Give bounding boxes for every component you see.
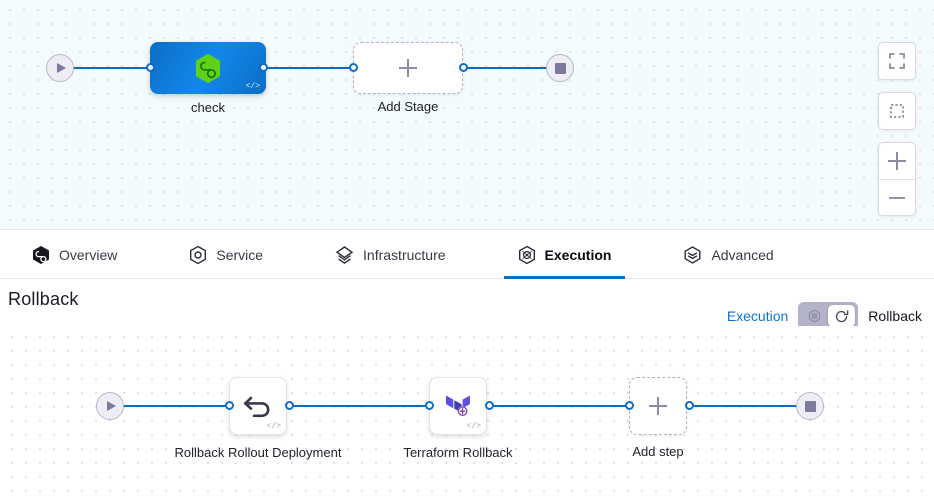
add-step-node[interactable] xyxy=(629,377,687,435)
execution-hexagon-icon xyxy=(518,245,535,264)
play-icon xyxy=(107,401,116,411)
tab-service-label: Service xyxy=(216,246,264,263)
step-node-rollback-rollout-deployment-label: Rollback Rollout Deployment xyxy=(174,445,342,460)
port-step1-in[interactable] xyxy=(225,401,234,410)
connector-step2-to-add-step xyxy=(488,405,633,407)
tab-execution-label: Execution xyxy=(544,246,612,263)
add-stage-node[interactable] xyxy=(353,42,463,94)
fit-to-screen-button[interactable] xyxy=(879,43,915,79)
port-add-stage-out[interactable] xyxy=(459,63,468,72)
pipeline-end-node[interactable] xyxy=(546,54,574,82)
play-icon xyxy=(57,63,66,73)
tab-advanced[interactable]: Advanced xyxy=(669,231,787,279)
stage-canvas[interactable]: </> check Add Stage xyxy=(0,0,934,230)
stage-node-check-label: check xyxy=(191,100,225,115)
execution-rollback-toggle[interactable] xyxy=(798,302,859,330)
port-add-stage-in[interactable] xyxy=(349,63,358,72)
port-step2-in[interactable] xyxy=(425,401,434,410)
dashed-square-icon xyxy=(890,104,904,118)
select-area-button[interactable] xyxy=(879,93,915,129)
tab-overview[interactable]: Overview xyxy=(18,231,131,279)
code-badge: </> xyxy=(245,82,260,91)
toggle-execution-side[interactable] xyxy=(801,305,828,327)
stage-config-tabbar: Overview Service Infrastructure xyxy=(0,231,934,279)
tab-execution[interactable]: Execution xyxy=(503,231,626,279)
tab-service[interactable]: Service xyxy=(175,231,277,279)
minus-icon xyxy=(889,196,905,199)
select-area-group xyxy=(878,92,916,130)
plus-icon xyxy=(649,397,667,415)
plus-icon xyxy=(888,152,906,170)
rollback-start-node[interactable] xyxy=(96,392,124,420)
port-check-in[interactable] xyxy=(146,63,155,72)
rollback-end-node[interactable] xyxy=(796,392,824,420)
code-badge: </> xyxy=(266,422,281,431)
add-step-label: Add step xyxy=(632,444,684,459)
zoom-controls-group xyxy=(878,142,916,216)
toggle-rollback-side[interactable] xyxy=(828,305,856,327)
harness-hexagon-icon xyxy=(33,245,49,264)
pipeline-start-node[interactable] xyxy=(46,54,74,82)
stop-icon xyxy=(804,400,816,412)
port-add-step-in[interactable] xyxy=(625,401,634,410)
execution-hexagon-icon xyxy=(809,309,821,323)
fit-to-screen-group xyxy=(878,42,916,80)
port-step2-out[interactable] xyxy=(485,401,494,410)
toggle-rollback-label: Rollback xyxy=(868,308,922,324)
undo-arrow-icon xyxy=(243,396,270,418)
layers-diamond-icon xyxy=(335,245,354,264)
stage-node-check[interactable]: </> xyxy=(150,42,266,94)
rollback-step-canvas[interactable]: </> Rollback Rollout Deployment </> Terr… xyxy=(0,326,934,500)
fit-screen-icon xyxy=(889,53,905,69)
advanced-layers-icon xyxy=(684,245,701,264)
connector-step1-to-step2 xyxy=(288,405,432,407)
connector-start-to-check xyxy=(70,67,158,69)
connector-add-step-to-end xyxy=(687,405,804,407)
execution-rollback-toggle-group: Execution Rollback xyxy=(727,302,922,330)
service-hexagon-icon xyxy=(190,245,207,264)
terraform-icon xyxy=(446,395,470,417)
plus-icon xyxy=(399,59,417,77)
step-node-terraform-rollback[interactable]: </> xyxy=(429,377,487,435)
add-stage-label: Add Stage xyxy=(377,99,439,114)
tab-infrastructure[interactable]: Infrastructure xyxy=(321,231,459,279)
port-step1-out[interactable] xyxy=(285,401,294,410)
stop-icon xyxy=(554,62,566,74)
step-node-rollback-rollout-deployment[interactable]: </> xyxy=(229,377,287,435)
port-add-step-out[interactable] xyxy=(685,401,694,410)
step-node-terraform-rollback-label: Terraform Rollback xyxy=(403,445,513,460)
code-badge: </> xyxy=(466,422,481,431)
tab-advanced-label: Advanced xyxy=(711,246,774,263)
rollback-arrow-icon xyxy=(836,309,849,322)
harness-hexagon-icon xyxy=(195,53,221,83)
tab-infrastructure-label: Infrastructure xyxy=(363,246,446,263)
connector-start-to-step1 xyxy=(120,405,232,407)
port-check-out[interactable] xyxy=(259,63,268,72)
tab-overview-label: Overview xyxy=(59,246,118,263)
rollback-header xyxy=(0,280,934,326)
page-title: Rollback xyxy=(8,289,79,309)
connector-check-to-add-stage xyxy=(264,67,354,69)
zoom-in-button[interactable] xyxy=(879,143,915,179)
toggle-execution-label[interactable]: Execution xyxy=(726,308,789,324)
connector-add-stage-to-end xyxy=(461,67,553,69)
zoom-out-button[interactable] xyxy=(879,179,915,215)
